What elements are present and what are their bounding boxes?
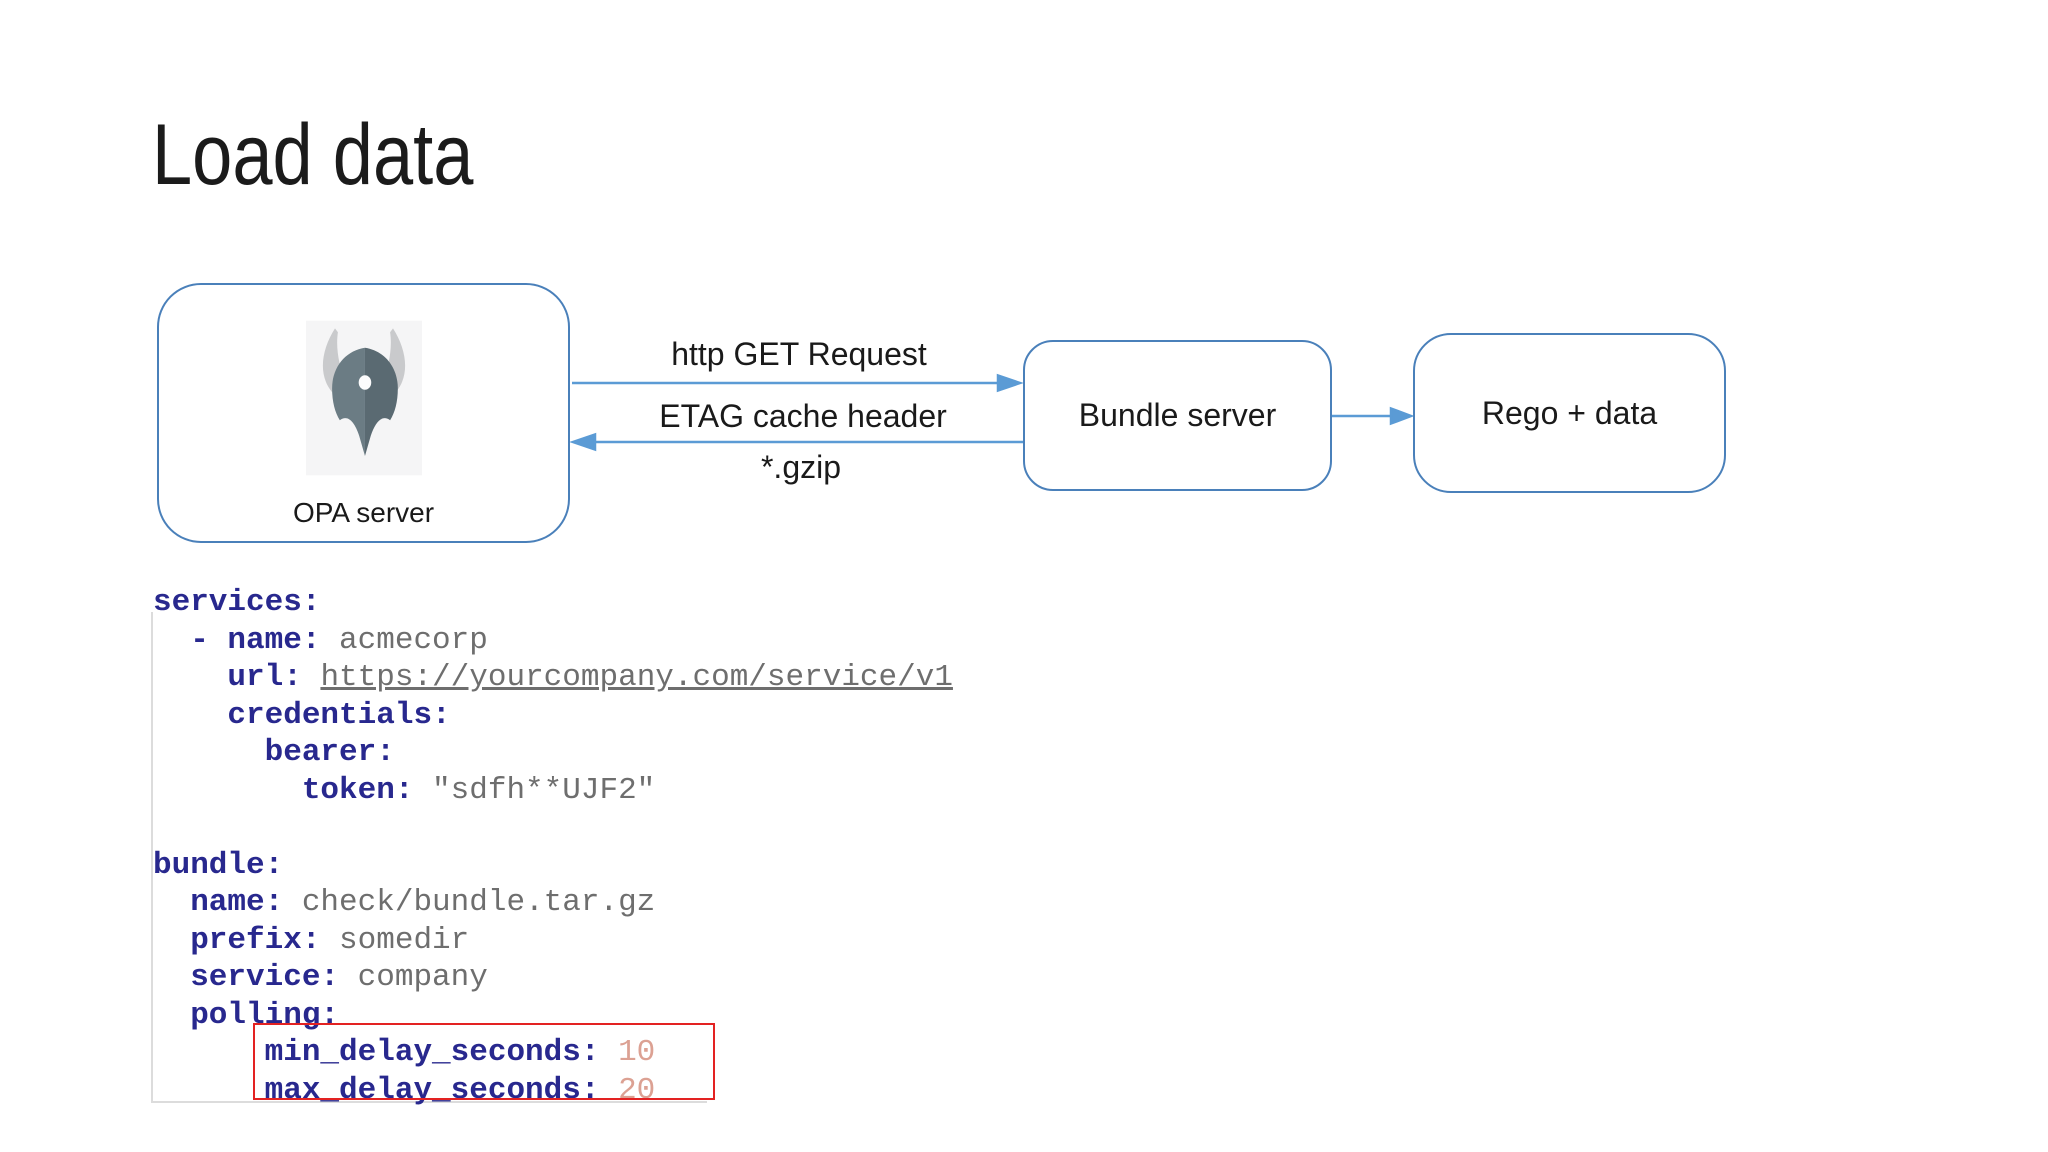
code-block-bottom-edge bbox=[151, 1101, 707, 1103]
edge-label-http-get-request: http GET Request bbox=[671, 336, 927, 372]
code-line: - name: acmecorp bbox=[153, 622, 953, 660]
yaml-config-code: services: - name: acmecorp url: https://… bbox=[153, 584, 953, 1109]
edge-label-gzip: *.gzip bbox=[760, 449, 842, 485]
code-line: credentials: bbox=[153, 697, 953, 735]
opa-server-label: OPA server bbox=[292, 497, 435, 528]
code-segment-value: "sdfh**UJF2" bbox=[432, 772, 656, 808]
code-line: bundle: bbox=[153, 847, 953, 885]
code-block-left-edge bbox=[151, 612, 153, 1102]
code-segment-value: somedir bbox=[339, 922, 470, 958]
code-line: min_delay_seconds: 10 bbox=[153, 1034, 953, 1072]
helmet-left bbox=[332, 347, 365, 456]
code-line: bearer: bbox=[153, 734, 953, 772]
code-line: service: company bbox=[153, 959, 953, 997]
code-segment-url: https://yourcompany.com/service/v1 bbox=[320, 660, 953, 695]
arrowhead-right2-icon bbox=[1389, 406, 1415, 426]
code-segment-key: prefix: bbox=[153, 922, 340, 958]
code-line bbox=[153, 809, 953, 847]
arrowhead-right-icon bbox=[996, 373, 1024, 393]
code-segment-key: bundle: bbox=[153, 847, 284, 883]
rego-data-box: Rego + data bbox=[1413, 333, 1726, 493]
code-segment-key: - name: bbox=[153, 622, 340, 658]
code-line: name: check/bundle.tar.gz bbox=[153, 884, 953, 922]
rego-data-label: Rego + data bbox=[1481, 394, 1658, 431]
code-line: url: https://yourcompany.com/service/v1 bbox=[153, 659, 953, 697]
code-segment-key: credentials: bbox=[153, 697, 451, 733]
code-line: prefix: somedir bbox=[153, 922, 953, 960]
code-segment-key: service: bbox=[153, 960, 358, 995]
arrowhead-left-icon bbox=[569, 432, 597, 452]
bundle-server-box: Bundle server bbox=[1023, 340, 1332, 491]
code-segment-number: 10 bbox=[618, 1035, 656, 1070]
page-title: Load data bbox=[152, 107, 474, 203]
code-segment-key: services: bbox=[153, 585, 321, 620]
opa-logo-icon bbox=[306, 320, 422, 476]
code-line: max_delay_seconds: 20 bbox=[153, 1072, 953, 1110]
code-line: polling: bbox=[153, 997, 953, 1035]
opa-server-box: OPA server bbox=[157, 283, 570, 543]
code-segment-value: check/bundle.tar.gz bbox=[301, 885, 656, 920]
code-segment-key: min_delay_seconds: bbox=[153, 1035, 619, 1070]
code-segment-value: acmecorp bbox=[339, 622, 488, 658]
helmet-right bbox=[364, 347, 398, 456]
code-line: token: "sdfh**UJF2" bbox=[153, 772, 953, 810]
code-segment-key: token: bbox=[153, 772, 433, 808]
code-segment-key: polling: bbox=[153, 997, 340, 1033]
code-segment-key: bearer: bbox=[153, 735, 395, 770]
code-line: services: bbox=[153, 584, 953, 622]
code-segment-key: max_delay_seconds: bbox=[153, 1072, 619, 1108]
code-segment-key: url: bbox=[153, 660, 321, 695]
helmet-dot bbox=[358, 375, 372, 390]
edge-label-etag-cache-header: ETAG cache header bbox=[659, 398, 947, 434]
polling-highlight-box bbox=[253, 1023, 715, 1100]
code-segment-key: name: bbox=[153, 885, 302, 920]
bundle-server-label: Bundle server bbox=[1078, 397, 1277, 433]
code-segment-value: company bbox=[357, 960, 488, 995]
code-segment-number: 20 bbox=[618, 1072, 656, 1108]
